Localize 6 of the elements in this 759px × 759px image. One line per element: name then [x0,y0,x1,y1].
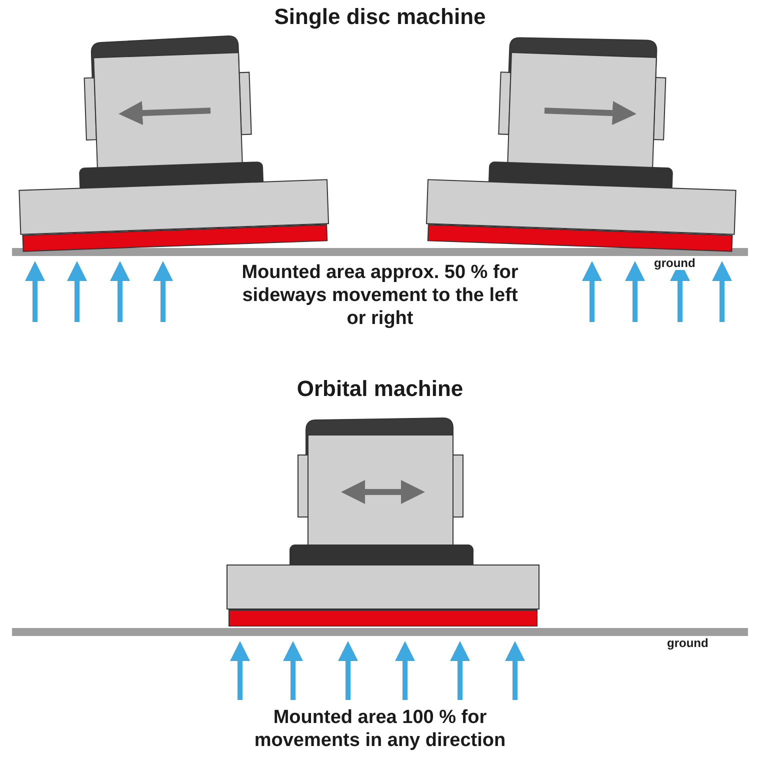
ground-label: ground [652,256,698,270]
caption-text: Mounted area 100 % for movements in any direction [253,707,507,753]
caption-text: Mounted area approx. 50 % for sideways movement to the left or right [240,262,520,330]
section-heading: Orbital machine [296,376,464,402]
ground-label: ground [665,636,710,650]
section-heading: Single disc machine [273,4,487,30]
